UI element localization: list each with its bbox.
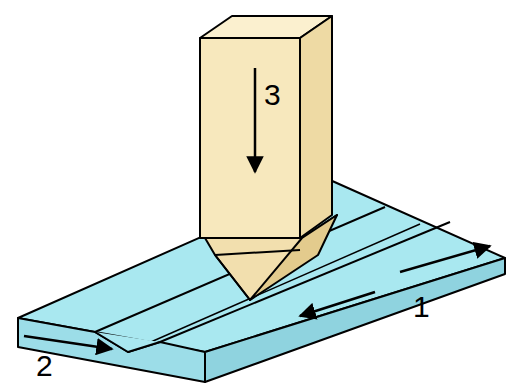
force-arrows — [24, 68, 490, 349]
callout-number: 1 — [413, 292, 430, 322]
callout-number: 3 — [264, 80, 281, 110]
callout-number: 2 — [36, 351, 53, 381]
tool — [200, 16, 337, 300]
